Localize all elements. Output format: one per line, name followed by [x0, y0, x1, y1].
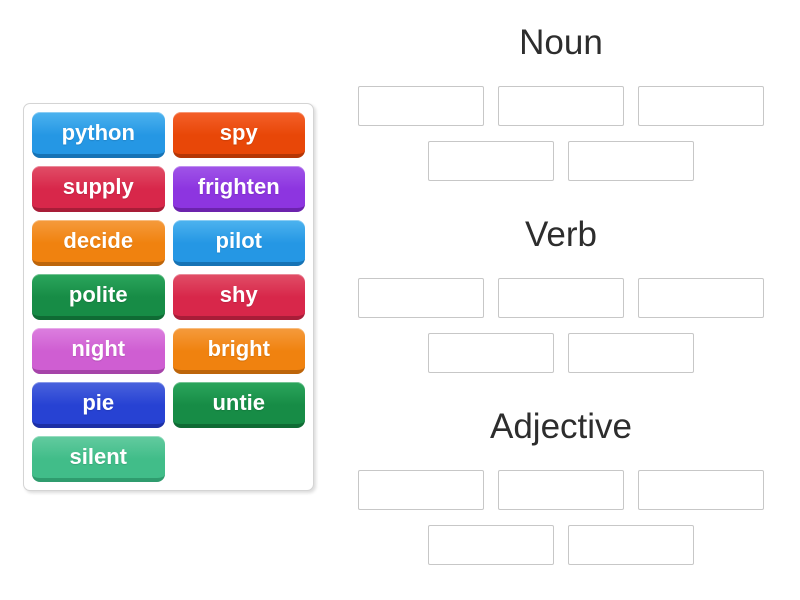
word-tile-label: spy	[219, 120, 258, 145]
word-tile-pilot[interactable]: pilot	[172, 220, 305, 266]
word-tile-label: decide	[63, 228, 134, 253]
slot-row	[338, 86, 784, 126]
word-tile-silent[interactable]: silent	[32, 436, 165, 482]
drop-slot-noun[interactable]	[638, 86, 764, 126]
word-tile-label: shy	[219, 282, 258, 307]
word-tile-spy[interactable]: spy	[172, 112, 305, 158]
slot-row	[338, 141, 784, 181]
drop-slot-adjective[interactable]	[428, 525, 554, 565]
word-tile-label: python	[61, 120, 135, 145]
word-tile-shy[interactable]: shy	[172, 274, 305, 320]
drop-slot-verb[interactable]	[498, 278, 624, 318]
word-tile-label: bright	[207, 336, 270, 361]
group-title-adjective: Adjective	[489, 407, 633, 446]
slot-row	[338, 278, 784, 318]
word-tile-label: untie	[212, 390, 266, 415]
drop-slot-noun[interactable]	[428, 141, 554, 181]
drop-slot-verb[interactable]	[638, 278, 764, 318]
word-bank-panel: python spy supply frighten decide pilot …	[23, 103, 314, 491]
drop-slot-noun[interactable]	[498, 86, 624, 126]
drop-slot-adjective[interactable]	[358, 470, 484, 510]
slot-row	[338, 470, 784, 510]
group-adjective: Adjective	[338, 402, 784, 565]
drop-slot-adjective[interactable]	[498, 470, 624, 510]
group-title-noun: Noun	[519, 23, 603, 62]
word-tile-label: polite	[68, 282, 128, 307]
word-tile-untie[interactable]: untie	[172, 382, 305, 428]
drop-slot-verb[interactable]	[568, 333, 694, 373]
word-tile-label: night	[71, 336, 126, 361]
word-tile-decide[interactable]: decide	[32, 220, 165, 266]
group-title-verb: Verb	[525, 215, 597, 254]
word-tile-label: supply	[62, 174, 134, 199]
word-tile-bright[interactable]: bright	[172, 328, 305, 374]
word-tile-label: pie	[82, 390, 115, 415]
drop-slot-noun[interactable]	[358, 86, 484, 126]
drop-slot-adjective[interactable]	[638, 470, 764, 510]
slot-row	[338, 525, 784, 565]
word-tile-label: silent	[69, 444, 127, 469]
drop-slot-verb[interactable]	[428, 333, 554, 373]
word-tile-label: frighten	[197, 174, 280, 199]
slot-row	[338, 333, 784, 373]
word-tile-python[interactable]: python	[32, 112, 165, 158]
word-tile-polite[interactable]: polite	[32, 274, 165, 320]
group-noun: Noun	[338, 18, 784, 181]
word-tile-frighten[interactable]: frighten	[172, 166, 305, 212]
word-tile-label: pilot	[215, 228, 262, 253]
drop-slot-noun[interactable]	[568, 141, 694, 181]
word-tile-night[interactable]: night	[32, 328, 165, 374]
group-verb: Verb	[338, 210, 784, 373]
drop-slot-verb[interactable]	[358, 278, 484, 318]
drop-slot-adjective[interactable]	[568, 525, 694, 565]
word-tile-supply[interactable]: supply	[32, 166, 165, 212]
word-tile-pie[interactable]: pie	[32, 382, 165, 428]
group-columns: Noun Verb Adjective	[338, 18, 784, 594]
